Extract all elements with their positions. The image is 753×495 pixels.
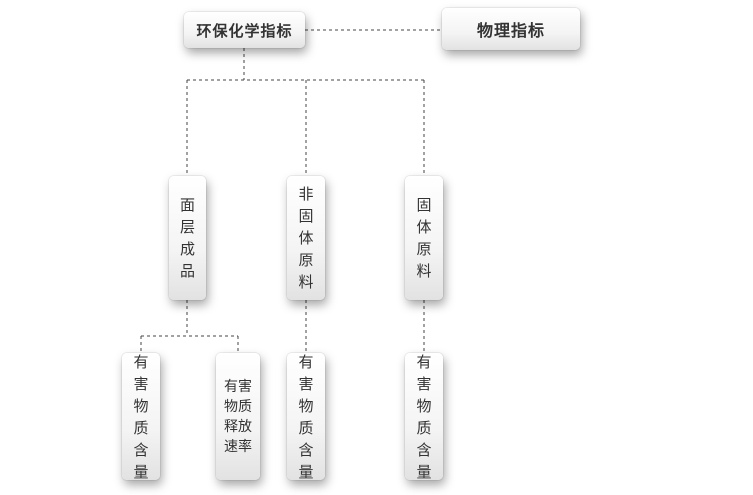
node-env-chem-label: 环保化学指标 <box>196 21 293 40</box>
node-surface-product-label: 面层成品 <box>179 196 195 280</box>
node-harmful-content-2: 有害物质含量 <box>287 352 325 481</box>
node-physical-index: 物理指标 <box>442 8 580 50</box>
node-harmful-content-1: 有害物质含量 <box>122 352 160 481</box>
node-surface-product: 面层成品 <box>169 176 206 300</box>
node-harmful-release-rate: 有害物质释放速率 <box>216 353 260 480</box>
node-harmful-release-rate-label: 有害物质释放速率 <box>224 378 252 455</box>
node-solid-raw-label: 固体原料 <box>416 196 432 280</box>
node-solid-raw: 固体原料 <box>405 176 443 300</box>
node-env-chem-index: 环保化学指标 <box>184 12 305 48</box>
node-harmful-content-1-label: 有害物质含量 <box>133 352 149 481</box>
node-non-solid-raw: 非固体原料 <box>287 176 325 300</box>
node-harmful-content-3: 有害物质含量 <box>405 352 443 481</box>
node-harmful-content-3-label: 有害物质含量 <box>416 352 432 481</box>
node-non-solid-raw-label: 非固体原料 <box>298 185 314 291</box>
node-physical-label: 物理指标 <box>476 21 545 40</box>
node-harmful-content-2-label: 有害物质含量 <box>298 352 314 481</box>
